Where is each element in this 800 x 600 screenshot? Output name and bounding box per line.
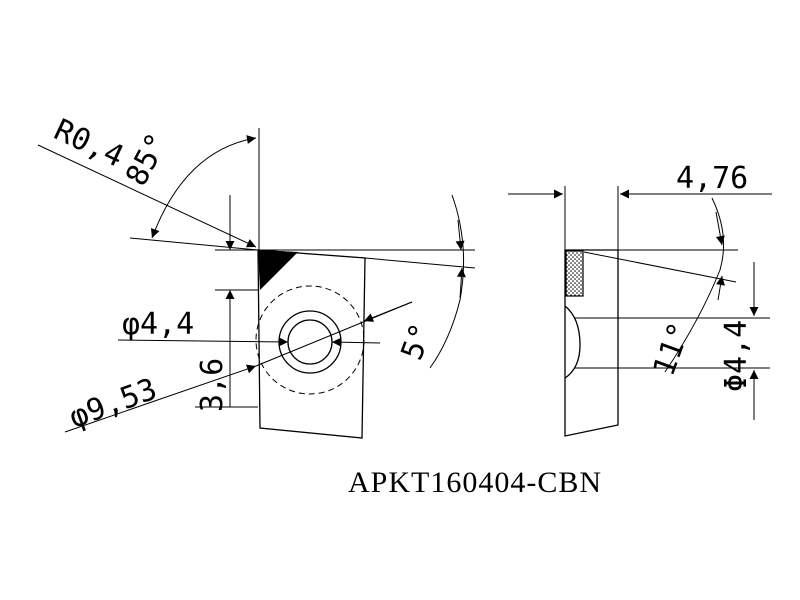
inscribed-circle-dashed [255,285,365,395]
side-insert-outline [564,249,619,437]
clearance-angle-arc [429,194,465,369]
clearance-arrow-bottom [456,267,466,299]
clearance-arrow-top [455,219,465,251]
angle-11-label: 11° [647,318,698,381]
side-ref-line-slope [583,251,737,283]
side-hole-dia-label: Φ4,4 [719,320,754,392]
hole-dim-line [117,337,289,347]
radius-label: R0,4 [49,113,129,175]
offset-label: 3,6 [195,358,230,412]
side-hole-profile [564,305,581,379]
hole-dim-line-right [331,337,381,347]
part-number-title: APKT160404-CBN [348,466,602,499]
thickness-label: 4,76 [676,161,748,196]
front-ref-line-top [129,237,259,251]
angle-11-arc [664,197,725,373]
clearance-angle-label: 5° [395,319,440,365]
front-ref-line-slope [364,257,476,269]
angle-85-arc [150,135,257,239]
front-view: R0,4 85° φ4,4 φ9,53 3,6 5° [37,113,476,439]
cbn-tip-front [258,250,298,290]
front-insert-outline [257,249,366,439]
angle-11-arrow-bottom [716,275,725,301]
hole-dia-label: φ4,4 [122,307,194,342]
cbn-tip-side [565,250,584,297]
inscribed-dim-arrow-2 [363,301,413,322]
side-view: 4,76 11° Φ4,4 [508,161,772,437]
inscribed-dia-label: φ9,53 [65,372,162,436]
inscribed-dim-line [64,364,257,433]
hole-inner-circle [287,319,333,365]
angle-85-label: 85° [119,127,175,191]
angle-11-arrow-top [715,211,725,246]
